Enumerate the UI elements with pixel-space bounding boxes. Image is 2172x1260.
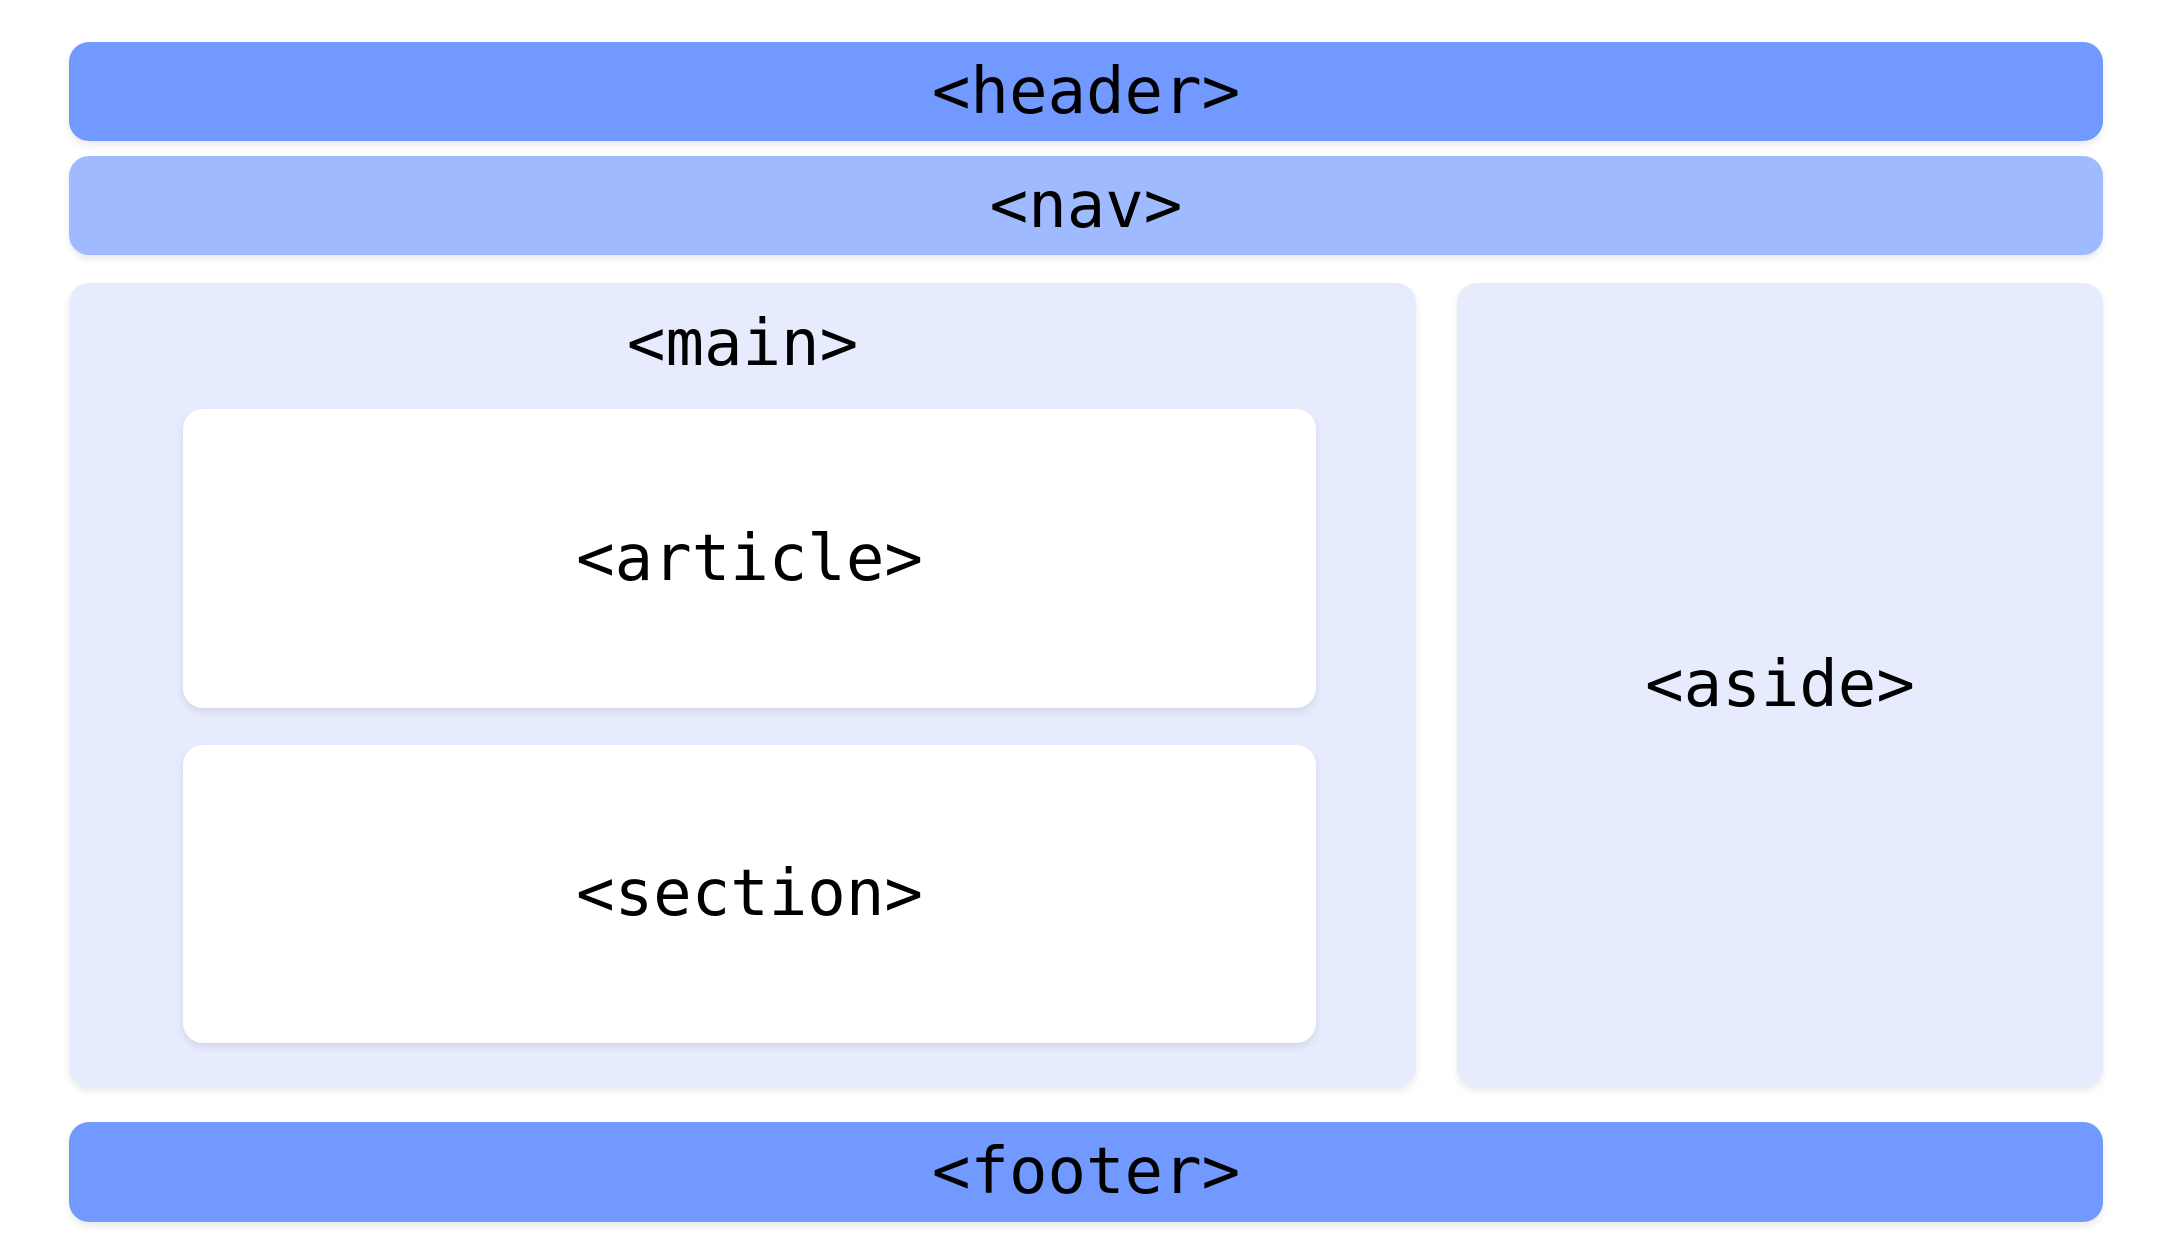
header-label: <header>: [931, 54, 1241, 129]
aside-block: <aside>: [1457, 283, 2103, 1087]
nav-label: <nav>: [989, 168, 1183, 243]
footer-label: <footer>: [931, 1135, 1241, 1209]
header-block: <header>: [69, 42, 2103, 141]
section-label: <section>: [576, 857, 923, 931]
section-block: <section>: [183, 745, 1316, 1043]
article-block: <article>: [183, 409, 1316, 708]
main-label: <main>: [626, 307, 859, 381]
aside-label: <aside>: [1645, 648, 1915, 722]
footer-block: <footer>: [69, 1122, 2103, 1222]
nav-block: <nav>: [69, 156, 2103, 255]
article-label: <article>: [576, 521, 923, 596]
